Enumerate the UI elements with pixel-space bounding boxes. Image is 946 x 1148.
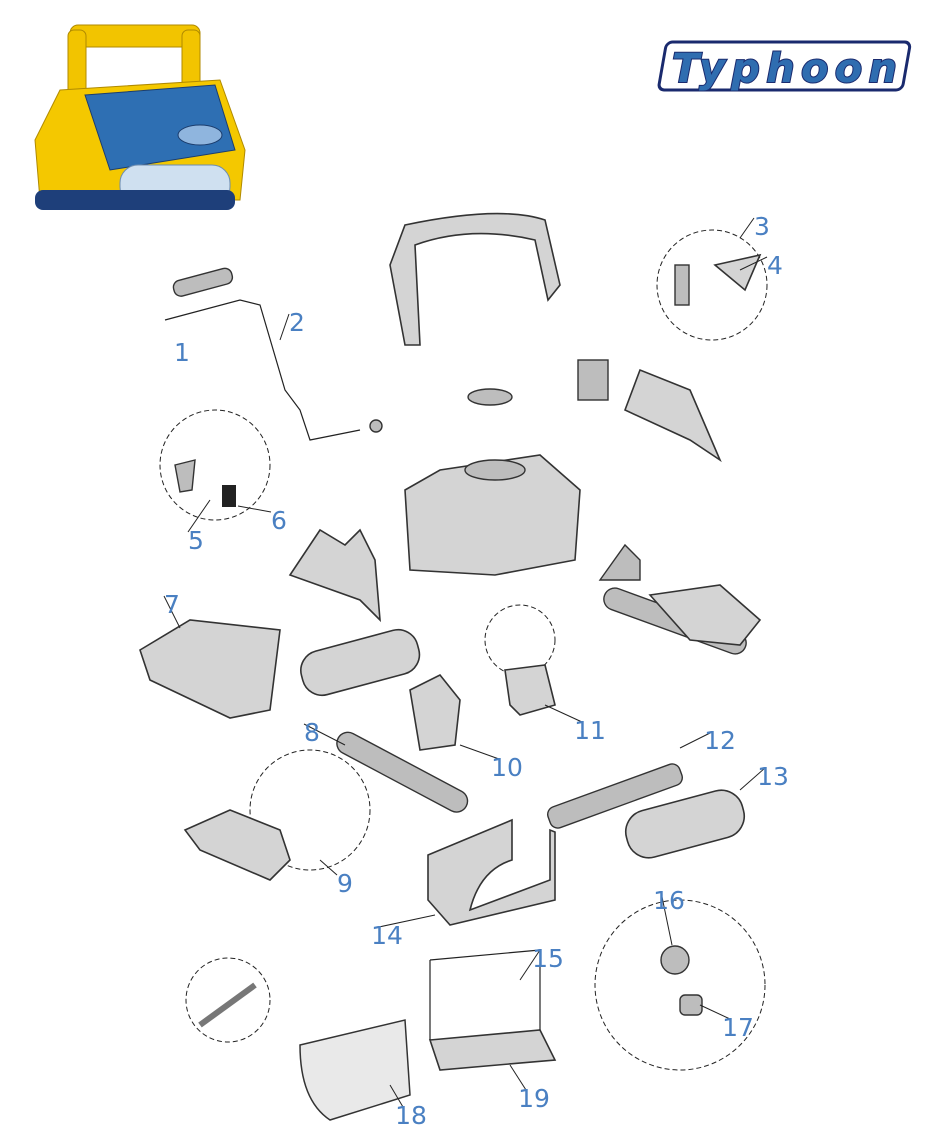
part-19-filter-base	[428, 1029, 557, 1071]
leader-line	[459, 744, 500, 760]
part-number-label: 19	[518, 1084, 550, 1113]
typhoon-logo: Typhoon	[657, 40, 912, 93]
part-1-2	[164, 267, 383, 441]
part-number-label: 4	[767, 251, 783, 280]
part-number-label: 10	[491, 753, 523, 782]
right-side-plate	[648, 584, 762, 646]
leader-line	[319, 859, 338, 876]
leader-line	[544, 704, 583, 723]
part-number-label: 2	[289, 308, 305, 337]
leader-line	[699, 1004, 731, 1020]
leader-line	[739, 767, 766, 791]
part-12-roller-axle	[547, 763, 683, 829]
bracket-clip	[577, 359, 609, 401]
motor-roller	[300, 628, 421, 697]
part-number-label: 7	[164, 590, 180, 619]
part-7-control-box	[139, 619, 281, 719]
part-number-label: 12	[704, 726, 736, 755]
part-18-filter-basket	[299, 1019, 411, 1121]
part-17-bushing	[679, 994, 703, 1016]
detail-circle-5-6	[159, 409, 271, 521]
part-10-gearbox	[409, 673, 461, 751]
part-13-foam-roller	[624, 789, 746, 859]
left-bracket	[288, 528, 381, 623]
part-15-filter-frame	[429, 949, 541, 1040]
part-number-label: 3	[754, 212, 770, 241]
product-photo	[34, 24, 246, 210]
leader-line	[187, 499, 211, 533]
leader-line	[163, 595, 181, 629]
leader-line	[660, 891, 673, 946]
part-number-label: 1	[174, 338, 190, 367]
detail-circle-9	[249, 749, 371, 871]
part-4	[713, 253, 762, 292]
detail-circle-3-4	[656, 229, 768, 341]
leader-line	[279, 313, 290, 341]
leader-line	[519, 949, 541, 981]
svg-text:Typhoon: Typhoon	[672, 46, 897, 92]
part-number-label: 15	[532, 944, 564, 973]
part-16-gear	[660, 945, 690, 975]
part-8-track	[336, 731, 469, 813]
detail-circle-pin	[185, 957, 271, 1043]
leader-line	[739, 256, 768, 271]
detail-circle-16-17	[594, 899, 766, 1071]
right-bracket	[623, 368, 722, 463]
part-number-label: 6	[271, 506, 287, 535]
part-number-label: 13	[757, 762, 789, 791]
handle-part	[389, 212, 561, 346]
leader-line	[739, 217, 755, 239]
part-number-label: 18	[395, 1101, 427, 1130]
detail-circle-11	[484, 604, 556, 676]
part-shaft	[674, 264, 690, 306]
part-number-label: 11	[574, 716, 606, 745]
leader-line	[237, 505, 272, 513]
part-number-label: 5	[188, 526, 204, 555]
part-9-side-plate	[183, 809, 291, 881]
part-5	[174, 459, 196, 493]
leader-line	[509, 1064, 527, 1091]
part-number-label: 9	[337, 869, 353, 898]
part-number-label: 17	[722, 1013, 754, 1042]
cover-cap	[598, 543, 641, 581]
part-number-label: 8	[304, 718, 320, 747]
part-11-impeller-housing	[504, 664, 556, 716]
motor-body	[404, 388, 581, 576]
part-14-filter-support	[427, 818, 556, 926]
part-number-label: 16	[653, 886, 685, 915]
leader-line	[303, 723, 346, 746]
part-number-label: 14	[371, 921, 403, 950]
pin-part	[198, 982, 257, 1028]
part-6	[222, 485, 236, 507]
leader-line	[389, 1084, 404, 1108]
leader-line	[679, 731, 713, 749]
leader-line	[378, 914, 436, 928]
